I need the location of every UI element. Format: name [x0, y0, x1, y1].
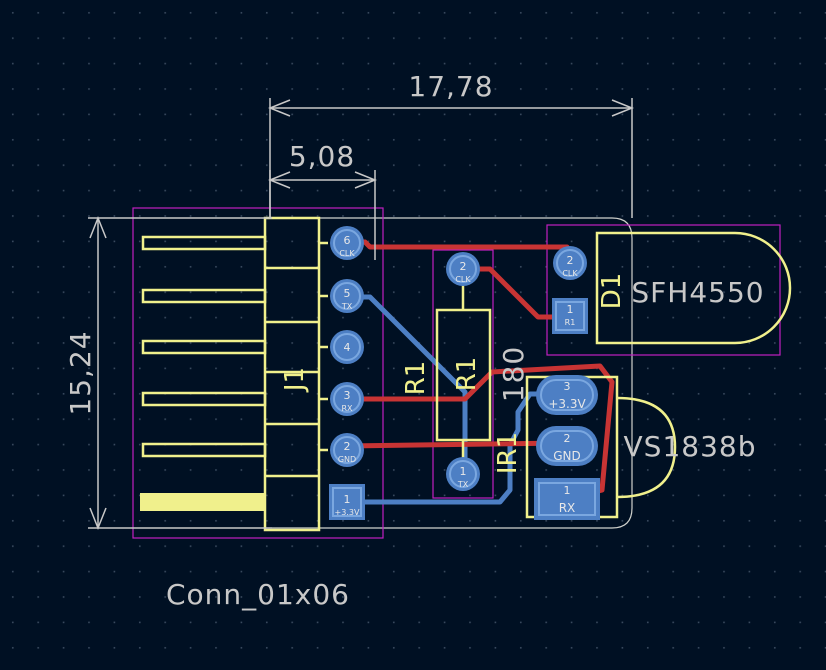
pad-number: 2 [460, 260, 467, 273]
dim-conn-arrow-left [267, 171, 291, 189]
j1-pad-4[interactable]: 4 [330, 330, 364, 364]
pad-net-label: RX [559, 501, 576, 515]
dim-total-arrow-right [611, 99, 635, 117]
dimension-lines [88, 98, 635, 531]
pad-net-label: +3.3V [335, 508, 360, 517]
d1-courtyard [546, 224, 781, 356]
dim-conn-arrow-right [354, 171, 378, 189]
j1-pad-3[interactable]: 3 RX [330, 382, 364, 416]
ir1-pads: 3 +3.3V 2 GND 1 RX [534, 375, 600, 520]
ir1-pad-2[interactable]: 2 GND [536, 426, 598, 466]
j1-pin-5-silk [141, 288, 267, 304]
j1-pin-3-silk [141, 391, 267, 407]
ir1-value: VS1838b [624, 430, 757, 463]
pad-number: 4 [344, 341, 351, 354]
pad-number: 5 [344, 287, 351, 300]
dim-connector-label: 5,08 [289, 140, 355, 173]
dim-height-arrow-top [89, 215, 107, 239]
j1-value: Conn_01x06 [166, 578, 350, 611]
d1-pad-1[interactable]: 1 R1 [552, 298, 588, 334]
ir1-reference: IR1 [493, 432, 523, 474]
j1-pin-2-silk [141, 442, 267, 458]
r1-fab-reference: R1 [452, 357, 482, 392]
j1-body-outline [263, 216, 321, 532]
j1-pad-1[interactable]: 1 +3.3V [329, 484, 365, 520]
pad-net-label: TX [457, 480, 469, 489]
r1-reference: R1 [401, 361, 431, 396]
pad-number: 2 [567, 254, 574, 267]
pad-net-label: GND [338, 455, 356, 464]
r1-silkscreen [435, 285, 492, 458]
pad-number: 2 [344, 440, 351, 453]
j1-courtyard [132, 207, 384, 539]
dim-total-arrow-left [267, 99, 291, 117]
d1-pad-2[interactable]: 2 CLK [553, 246, 587, 280]
j1-pad-5[interactable]: 5 TX [330, 279, 364, 313]
dim-height-label: 15,24 [64, 330, 97, 415]
pad-net-label: CLK [562, 269, 578, 278]
ir1-pad-3[interactable]: 3 +3.3V [536, 375, 598, 415]
pad-number: 1 [344, 493, 351, 506]
r1-pad-2[interactable]: 2 CLK [446, 252, 480, 286]
pad-net-label: R1 [565, 318, 576, 327]
d1-value: SFH4550 [631, 276, 764, 309]
pad-net-label: RX [341, 404, 353, 413]
ir1-pad-1[interactable]: 1 RX [534, 478, 600, 520]
j1-pin-1-silk [140, 493, 265, 511]
j1-reference: J1 [280, 367, 310, 393]
pad-number: 3 [344, 389, 351, 402]
r1-pad-1[interactable]: 1 TX [446, 457, 480, 491]
j1-pin-6-silk [141, 235, 267, 251]
board-outline [272, 217, 633, 529]
pad-number: 6 [344, 234, 351, 247]
j1-pad-6[interactable]: 6 CLK [330, 226, 364, 260]
j1-silkscreen [141, 216, 328, 532]
pad-number: 1 [564, 484, 571, 497]
d1-reference: D1 [597, 273, 627, 310]
pad-number: 1 [567, 303, 574, 316]
pad-net-label: GND [553, 449, 581, 463]
dim-height-arrow-bottom [89, 507, 107, 531]
pad-net-label: +3.3V [548, 397, 586, 411]
d1-pads: 2 CLK 1 R1 [552, 246, 588, 334]
pad-number: 2 [564, 432, 571, 445]
r1-value: 180 [497, 346, 530, 402]
ir1-lens [616, 396, 677, 499]
pad-net-label: CLK [339, 249, 355, 258]
pad-net-label: CLK [455, 275, 471, 284]
j1-pin-4-silk [141, 339, 267, 355]
trace-gnd [344, 440, 569, 449]
dim-total-label: 17,78 [408, 70, 493, 103]
pad-number: 1 [460, 465, 467, 478]
d1-body-outline [595, 231, 792, 345]
trace-rx [344, 363, 615, 501]
pad-number: 3 [564, 380, 571, 393]
pad-net-label: TX [341, 302, 353, 311]
j1-pad-2[interactable]: 2 GND [330, 433, 364, 467]
r1-pads: 2 CLK 1 TX [446, 252, 480, 491]
j1-pads: 6 CLK 5 TX 4 3 RX 2 GND 1 +3.3V [329, 226, 365, 520]
